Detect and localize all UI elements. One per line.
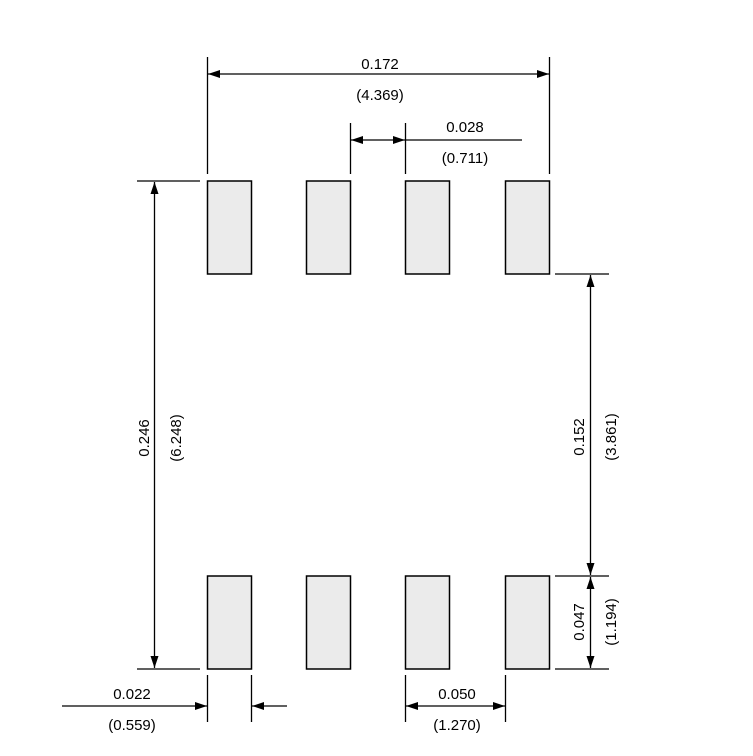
pad-bottom-2 — [305, 575, 352, 670]
pad-bottom-1 — [206, 575, 253, 670]
label-overall-width-mm: (4.369) — [356, 87, 404, 104]
dim-pad-width: 0.022 (0.559) — [62, 675, 287, 734]
dim-pitch: 0.050 (1.270) — [404, 675, 507, 734]
dim-pad-gap: 0.028 (0.711) — [349, 119, 522, 174]
pad-top-4 — [504, 180, 551, 275]
label-pitch-inch: 0.050 — [438, 686, 476, 703]
pads-bottom-row — [206, 575, 551, 670]
dim-overall-height: 0.246 (6.248) — [136, 180, 200, 670]
pad-top-2 — [305, 180, 352, 275]
label-inner-gap-inch: 0.152 — [571, 418, 588, 456]
dim-overall-width: 0.172 (4.369) — [206, 56, 551, 174]
label-overall-width-inch: 0.172 — [361, 56, 399, 73]
pad-top-3 — [404, 180, 451, 275]
label-pitch-mm: (1.270) — [433, 717, 481, 734]
label-pad-gap-mm: (0.711) — [442, 150, 488, 167]
pad-top-1 — [206, 180, 253, 275]
label-overall-height-mm: (6.248) — [168, 414, 185, 462]
pad-bottom-3 — [404, 575, 451, 670]
label-overall-height-inch: 0.246 — [136, 419, 153, 457]
label-pad-gap-inch: 0.028 — [446, 119, 484, 136]
pad-bottom-4 — [504, 575, 551, 670]
label-pad-length-mm: (1.194) — [603, 598, 620, 646]
label-inner-gap-mm: (3.861) — [603, 413, 620, 461]
label-pad-length-inch: 0.047 — [571, 603, 588, 641]
dim-pad-length: 0.047 (1.194) — [555, 577, 620, 670]
label-pad-width-inch: 0.022 — [113, 686, 151, 703]
label-pad-width-mm: (0.559) — [108, 717, 156, 734]
pads-top-row — [206, 180, 551, 275]
dim-inner-gap: 0.152 (3.861) — [555, 273, 620, 577]
